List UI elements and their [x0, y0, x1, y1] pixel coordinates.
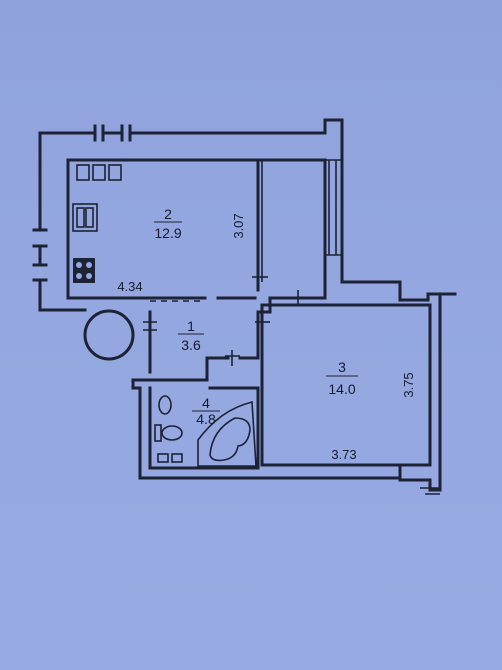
- kitchen-width-dimension: 4.34: [117, 279, 142, 294]
- room-3-area: 14.0: [328, 381, 355, 397]
- room-1-area: 3.6: [181, 337, 201, 353]
- bathtub-icon: [197, 400, 257, 467]
- room-3: [260, 303, 432, 467]
- kitchen-height-dimension: 3.07: [231, 213, 246, 238]
- room-2-area: 12.9: [154, 225, 181, 241]
- room-4-number: 4: [202, 395, 210, 411]
- room-2-number: 2: [164, 206, 172, 222]
- room-3-width-dimension: 3.73: [331, 447, 356, 462]
- room-3-number: 3: [338, 359, 346, 375]
- toilet-icon: [154, 424, 183, 442]
- room-1-number: 1: [187, 318, 195, 334]
- room-2-kitchen: [66, 158, 342, 302]
- sink-icon: [72, 203, 98, 232]
- outer-walls: [32, 118, 457, 495]
- round-column-icon: [83, 309, 135, 361]
- stove-icon: [73, 258, 95, 283]
- room-3-height-dimension: 3.75: [401, 372, 416, 397]
- washbasin-icon: [158, 395, 172, 415]
- room-4-bathroom: [148, 386, 260, 470]
- room-4-area: 4.8: [196, 411, 216, 427]
